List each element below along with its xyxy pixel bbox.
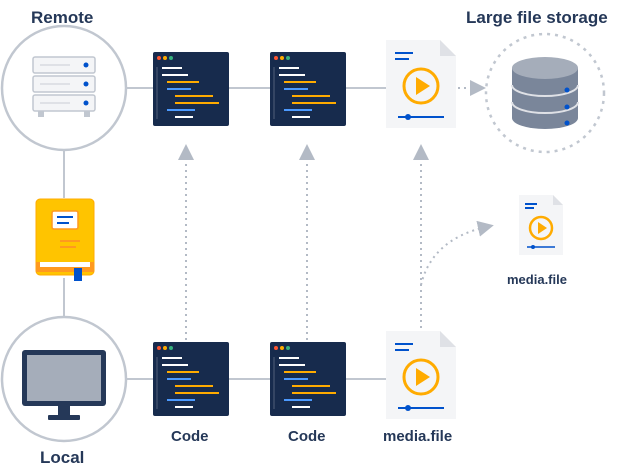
upload-arrows [178, 80, 494, 340]
code-window-remote-2 [270, 52, 346, 126]
large-file-storage-label: Large file storage [466, 8, 608, 27]
media-file-floating [519, 195, 563, 255]
media-file-icon [386, 331, 456, 419]
database-icon [511, 57, 579, 129]
code-label-2: Code [288, 428, 326, 445]
monitor-icon [22, 350, 106, 420]
media-file-icon [386, 40, 456, 128]
large-file-storage-node [484, 32, 606, 154]
server-rack-icon [32, 56, 96, 117]
code-window-local-2 [270, 342, 346, 416]
code-window-icon [270, 342, 346, 416]
code-label-1: Code [171, 428, 209, 445]
media-file-local [386, 331, 456, 419]
media-file-label-bottom: media.file [383, 428, 453, 445]
remote-server-node [0, 24, 128, 152]
code-window-icon [153, 342, 229, 416]
code-window-icon [153, 52, 229, 126]
local-label: Local [40, 448, 85, 467]
media-file-label-floating: media.file [507, 272, 567, 287]
code-window-remote-1 [153, 52, 229, 126]
remote-label: Remote [31, 8, 94, 27]
media-file-remote [386, 40, 456, 128]
book-icon [35, 198, 95, 281]
connector-lines [63, 87, 386, 380]
media-file-icon [519, 195, 563, 255]
code-window-icon [270, 52, 346, 126]
local-computer-node [0, 315, 128, 443]
code-window-local-1 [153, 342, 229, 416]
